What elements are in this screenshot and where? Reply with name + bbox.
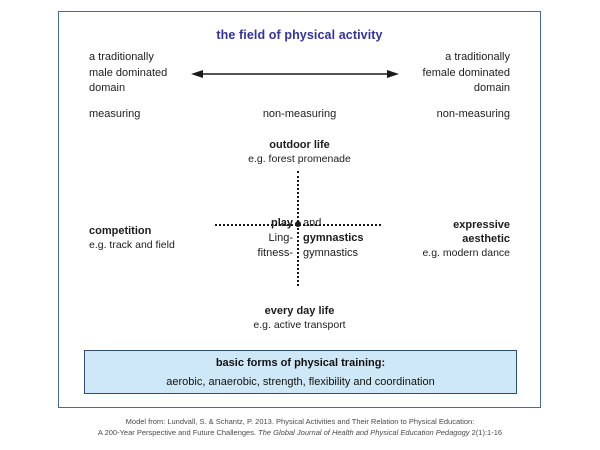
citation-line-2: A 200-Year Perspective and Future Challe…: [0, 427, 600, 438]
node-every-day-life-example: e.g. active transport: [253, 319, 346, 331]
diagram-title: the field of physical activity: [216, 28, 383, 42]
center-right-line-3: gymnastics: [303, 247, 359, 259]
basic-forms-box: basic forms of physical training: aerobi…: [84, 350, 517, 394]
pole-right: a traditionally female dominated domain: [360, 50, 510, 97]
cross-axis-vertical: [297, 171, 299, 286]
citation-line-2-suffix: 2(1):1-16: [469, 428, 503, 437]
node-expressive-aesthetic-title-line2: aesthetic: [462, 233, 510, 245]
pole-left-line2: male dominated: [89, 66, 168, 79]
label-measuring-right: non-measuring: [436, 108, 510, 120]
pole-left-line3: domain: [89, 82, 126, 94]
node-expressive-aesthetic: expressive aesthetic e.g. modern dance: [350, 218, 510, 260]
citation: Model from: Lundvall, S. & Schantz, P. 2…: [0, 416, 600, 438]
node-competition: competition e.g. track and field: [89, 224, 249, 252]
node-outdoor-life-title: outdoor life: [269, 139, 330, 151]
citation-line-2-prefix: A 200-Year Perspective and Future Challe…: [97, 428, 259, 437]
pole-right-line3: domain: [473, 82, 510, 94]
pole-right-line2: female dominated: [422, 66, 510, 79]
node-outdoor-life-example: e.g. forest promenade: [248, 153, 351, 165]
double-headed-arrow-icon: [191, 70, 399, 78]
label-measuring-left: measuring: [89, 108, 141, 120]
label-measuring-center: non-measuring: [262, 108, 337, 120]
diagram-frame: the field of physical activity a traditi…: [58, 11, 541, 408]
citation-journal-title: The Global Journal of Health and Physica…: [258, 428, 470, 437]
node-competition-title: competition: [89, 225, 152, 237]
center-right-line-2: gymnastics: [303, 232, 364, 244]
citation-line-1: Model from: Lundvall, S. & Schantz, P. 2…: [125, 417, 475, 426]
node-competition-example: e.g. track and field: [89, 239, 175, 251]
center-left-line-1: play: [270, 217, 293, 229]
cross-center-dot: [294, 221, 301, 227]
node-expressive-aesthetic-title-line1: expressive: [453, 219, 510, 231]
basic-forms-body: aerobic, anaerobic, strength, flexibilit…: [166, 375, 435, 388]
pole-left: a traditionally male dominated domain: [89, 50, 239, 97]
center-labels-left: play Ling- fitness-: [173, 216, 298, 261]
pole-right-line1: a traditionally: [445, 51, 510, 63]
center-left-line-2: Ling-: [268, 232, 293, 244]
pole-left-line1: a traditionally: [89, 51, 154, 63]
node-every-day-life-title: every day life: [264, 305, 335, 317]
center-left-line-3: fitness-: [257, 247, 293, 259]
basic-forms-title: basic forms of physical training:: [215, 356, 386, 369]
center-labels-right: and gymnastics gymnastics: [298, 216, 433, 261]
node-every-day-life: every day life e.g. active transport: [59, 304, 540, 332]
node-expressive-aesthetic-example: e.g. modern dance: [422, 247, 510, 259]
center-right-line-1: and: [303, 217, 322, 229]
node-outdoor-life: outdoor life e.g. forest promenade: [59, 138, 540, 166]
